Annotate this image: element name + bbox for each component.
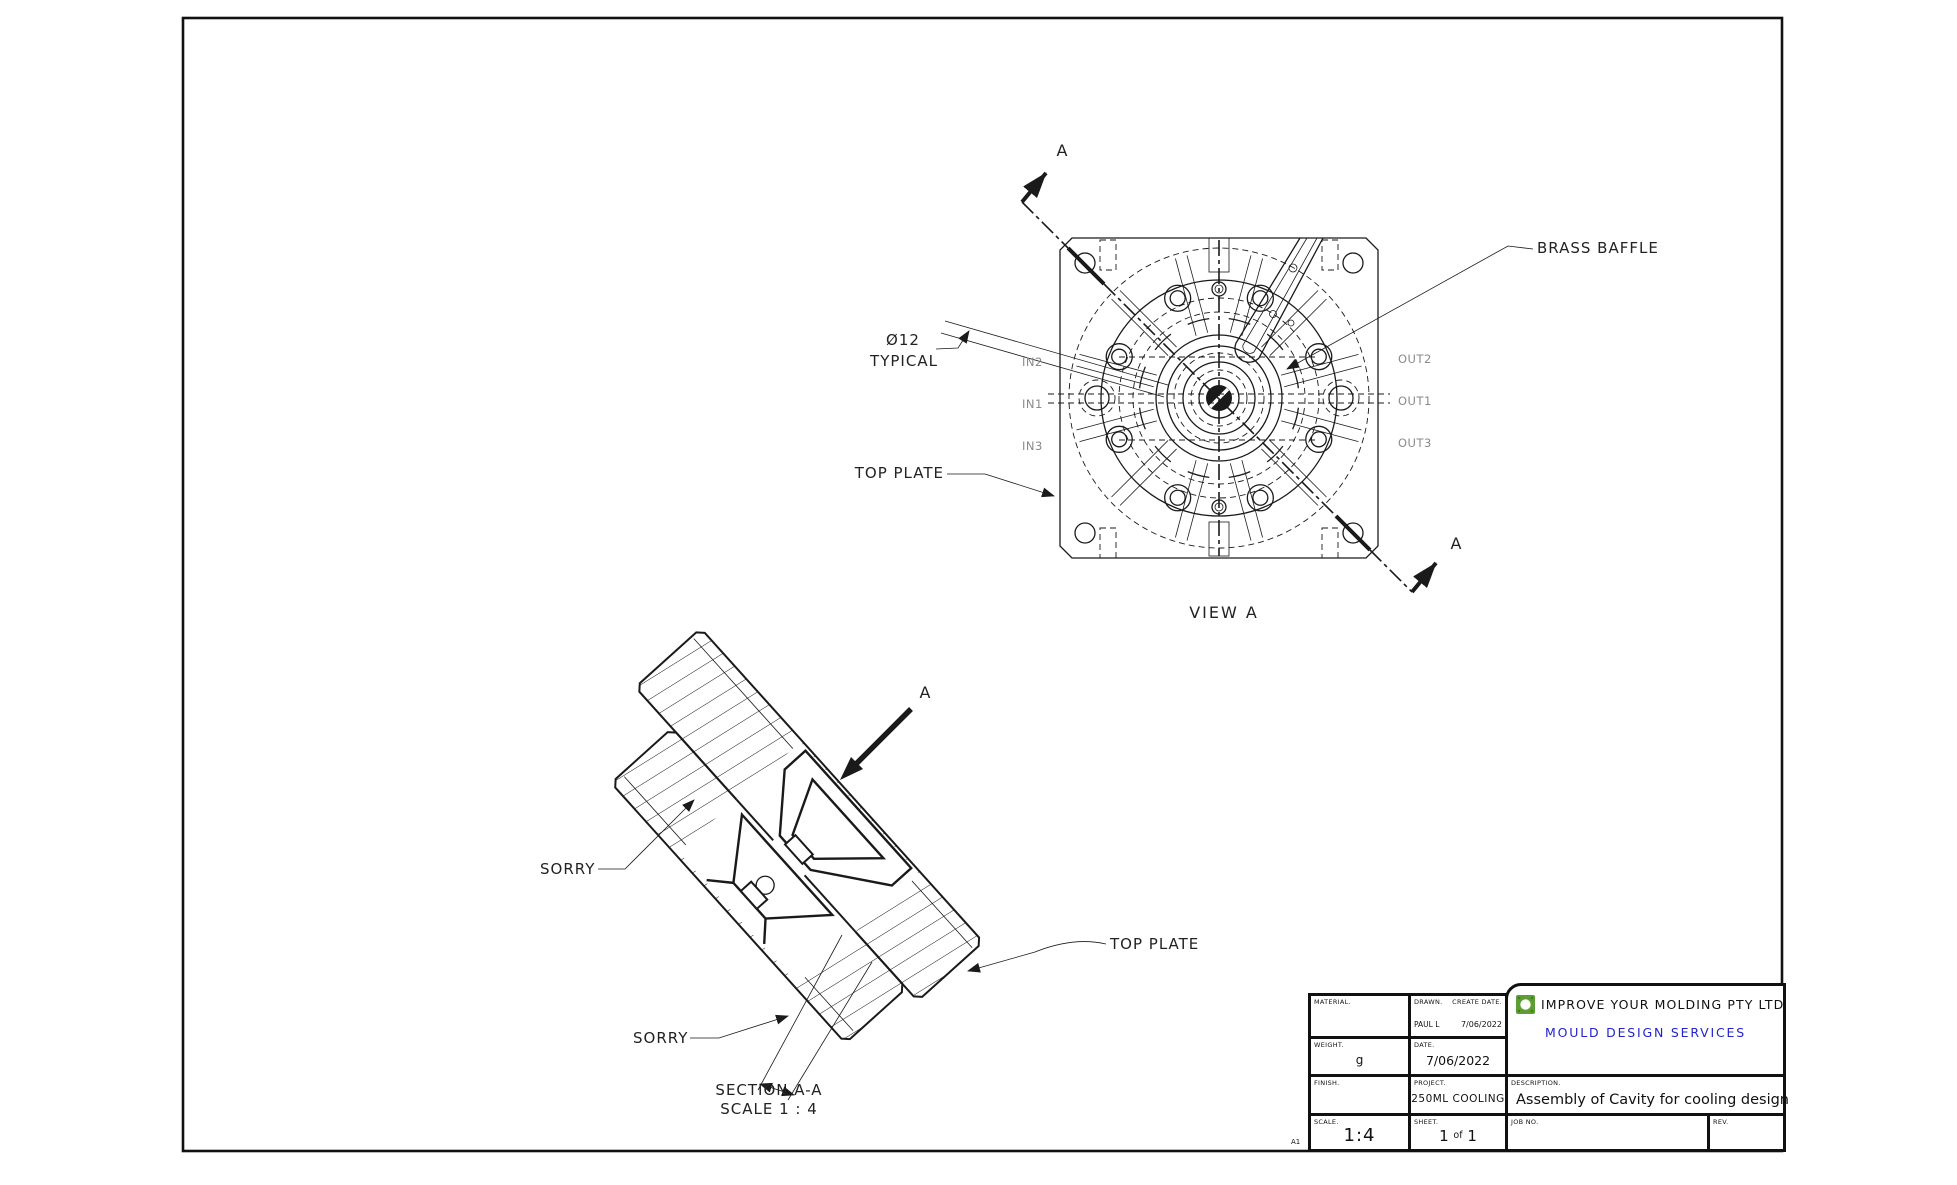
sorry-upper-leader <box>598 799 695 870</box>
bolt-hole-ring <box>1105 284 1333 512</box>
view-a-caption: VIEW A <box>1189 603 1259 622</box>
finish-label: FINISH. <box>1314 1079 1340 1087</box>
port-in2: IN2 <box>1022 355 1043 369</box>
view-direction-arrow <box>853 707 913 767</box>
material-cell: MATERIAL. <box>1308 993 1411 1039</box>
sheet-total: 1 <box>1467 1127 1477 1145</box>
label-sorry-lower: SORRY <box>633 1029 688 1047</box>
section-line <box>1020 171 1438 594</box>
rev-label: REV. <box>1713 1118 1729 1126</box>
sorry-lower-leader <box>690 1014 789 1039</box>
description-label: DESCRIPTION. <box>1511 1079 1561 1087</box>
brass-baffle-leader <box>1286 245 1534 370</box>
date-cell: DATE. 7/06/2022 <box>1408 1036 1508 1077</box>
description-cell: DESCRIPTION. Assembly of Cavity for cool… <box>1505 1074 1790 1116</box>
company-logo <box>1516 995 1535 1014</box>
material-label: MATERIAL. <box>1314 998 1351 1006</box>
top-plate-section-leader <box>967 941 1107 973</box>
job-no-cell: JOB NO. <box>1505 1113 1710 1152</box>
port-out1: OUT1 <box>1398 394 1432 408</box>
label-brass-baffle: BRASS BAFFLE <box>1537 239 1659 257</box>
date-label: DATE. <box>1414 1041 1435 1049</box>
diameter-note: Ø12 <box>886 331 920 349</box>
company-cell: IMPROVE YOUR MOLDING PTY LTD MOULD DESIG… <box>1505 983 1786 1077</box>
port-in3: IN3 <box>1022 439 1043 453</box>
title-block: MATERIAL. DRAWN. CREATE DATE. PAUL L 7/0… <box>1308 983 1790 1152</box>
port-out2: OUT2 <box>1398 352 1432 366</box>
weight-label: WEIGHT. <box>1314 1041 1344 1049</box>
weight-value: g <box>1355 1053 1364 1067</box>
finish-cell: FINISH. <box>1308 1074 1411 1116</box>
view-direction-arrowhead <box>840 757 863 780</box>
company-name: IMPROVE YOUR MOLDING PTY LTD <box>1541 997 1785 1012</box>
project-label: PROJECT. <box>1414 1079 1446 1087</box>
diameter-leader <box>935 330 970 350</box>
description-value: Assembly of Cavity for cooling design <box>1516 1092 1790 1108</box>
sheet-cell: SHEET. 1 of 1 <box>1408 1113 1508 1152</box>
date-value: 7/06/2022 <box>1425 1053 1491 1068</box>
label-sorry-upper: SORRY <box>540 860 595 878</box>
top-view: A A Ø12 TYPICAL BRASS BAFFLE TOP PLATE I… <box>854 141 1659 622</box>
weight-cell: WEIGHT. g <box>1308 1036 1411 1077</box>
sheet-label: SHEET. <box>1414 1118 1439 1126</box>
section-view: A SORRY SORRY TOP PLATE SECTION A-A SCAL… <box>540 631 1199 1118</box>
scale-cell: SCALE. 1:4 <box>1308 1113 1411 1152</box>
typical-note: TYPICAL <box>869 352 938 370</box>
rev-cell: REV. <box>1707 1113 1786 1152</box>
drawn-cell: DRAWN. CREATE DATE. PAUL L 7/06/2022 <box>1408 993 1508 1039</box>
section-caption-title: SECTION A-A <box>715 1081 822 1099</box>
sheet-size-marker: A1 <box>1291 1138 1301 1146</box>
top-plate-leader <box>947 473 1055 498</box>
create-date-value: 7/06/2022 <box>1460 1020 1502 1029</box>
scale-value: 1:4 <box>1343 1125 1376 1146</box>
label-top-plate-section: TOP PLATE <box>1109 935 1199 953</box>
section-label-top: A <box>1057 141 1070 160</box>
section-caption-scale: SCALE 1 : 4 <box>720 1100 818 1118</box>
port-out3: OUT3 <box>1398 436 1432 450</box>
view-arrow-label: A <box>920 683 933 702</box>
sheet-page: 1 <box>1439 1127 1449 1145</box>
job-no-label: JOB NO. <box>1511 1118 1539 1126</box>
drawn-value: PAUL L <box>1414 1020 1440 1029</box>
drawn-label: DRAWN. <box>1414 998 1443 1006</box>
sheet-of: of <box>1453 1130 1463 1141</box>
sheet-border <box>181 16 1784 1153</box>
project-cell: PROJECT. 250ML COOLING <box>1408 1074 1508 1116</box>
company-tagline: MOULD DESIGN SERVICES <box>1545 1025 1746 1040</box>
port-in1: IN1 <box>1022 397 1043 411</box>
label-top-plate-view: TOP PLATE <box>854 464 944 482</box>
scale-label: SCALE. <box>1314 1118 1339 1126</box>
section-label-bottom: A <box>1451 534 1464 553</box>
project-value: 250ML COOLING <box>1411 1093 1505 1105</box>
create-date-label: CREATE DATE. <box>1452 998 1502 1006</box>
brass-baffle-tube <box>1234 237 1324 363</box>
sheet-value: 1 of 1 <box>1411 1127 1505 1145</box>
